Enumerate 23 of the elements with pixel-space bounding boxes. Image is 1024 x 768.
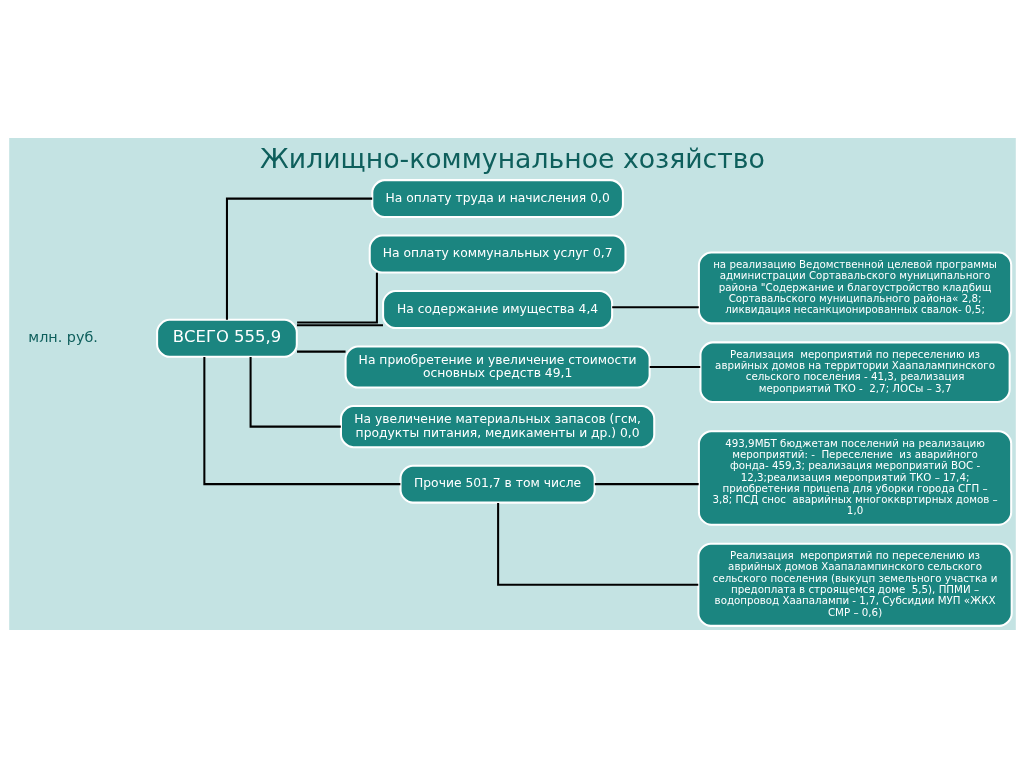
node-box: На оплату труда и начисления 0,0 bbox=[370, 179, 624, 219]
connector bbox=[611, 306, 699, 309]
connector bbox=[202, 357, 400, 486]
connector bbox=[296, 350, 346, 353]
connector bbox=[649, 366, 700, 369]
node-box: ВСЕГО 555,9 bbox=[155, 318, 298, 358]
node-box: На оплату коммунальных услуг 0,7 bbox=[368, 234, 626, 274]
label: млн. руб. bbox=[27, 329, 98, 346]
connector bbox=[296, 272, 378, 324]
diagram-title: Жилищно-коммунальное хозяйство bbox=[259, 142, 765, 174]
connector bbox=[249, 357, 341, 428]
connector bbox=[296, 324, 383, 327]
connector bbox=[496, 503, 698, 586]
node-box: на реализацию Ведомственной целевой программы администрации Сортавальского муниципального района "Содержание и благоустройство кладбищ Сортавальского муниципального района« 2,8; ликвидация несанкционированных свалок- 0,5; bbox=[697, 251, 1012, 325]
connector bbox=[594, 483, 699, 486]
node-box: Реализация мероприятий по переселению из аврийных домов на территории Хаапалампинского сельского поселения - 41,3, реализация мероприятий ТКО - 2,7; ЛОСы – 3,7 bbox=[698, 341, 1011, 403]
connector bbox=[225, 197, 372, 320]
node-box: На увеличение материальных запасов (гсм, продукты питания, медикаменты и др.) 0,0 bbox=[339, 405, 655, 449]
node-box: На приобретение и увеличение стоимости основных средств 49,1 bbox=[344, 345, 651, 389]
node-box: Реализация мероприятий по переселению из аврийных домов Хаапалампинского сельского сельского поселения (выкуцп земельного участка и предоплата в строящемся доме 5,5), ППМИ – водопровод Хаапалампи - 1,7, Субсидии МУП «ЖКХ СМР – 0,6) bbox=[696, 542, 1013, 627]
node-box: Прочие 501,7 в том числе bbox=[399, 464, 596, 504]
node-box: 493,9МБТ бюджетам поселений на реализацию мероприятий: - Переселение из аварийного фонда- 459,3; реализация мероприятий ВОС - 12,3;реализация мероприятий ТКО – 17,4; приобретения прицепа для уборки города СГП – 3,8; ПСД снос аварийных многокквртирных домов – 1,0 bbox=[697, 430, 1012, 526]
node-box: На содержание имущества 4,4 bbox=[381, 290, 613, 330]
